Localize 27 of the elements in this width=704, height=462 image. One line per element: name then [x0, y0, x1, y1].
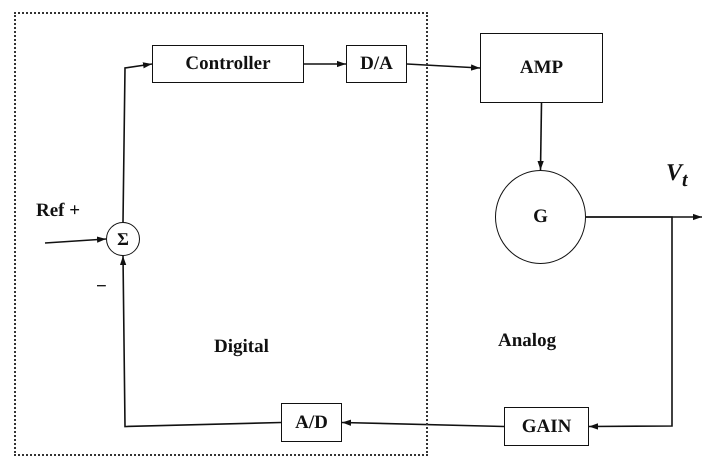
block-box [152, 45, 304, 83]
block-label: A/D [295, 412, 328, 434]
arrow [586, 216, 673, 430]
block-box [480, 33, 603, 103]
edge-label: V$_{t}$ [666, 160, 688, 192]
arrow [406, 63, 480, 71]
block-label: GAIN [522, 416, 572, 438]
block-label: AMP [520, 57, 564, 79]
arrow [44, 236, 106, 244]
block-label: Controller [185, 53, 271, 75]
block-label: Σ [117, 228, 129, 250]
block-box [281, 403, 342, 442]
block-circle [106, 222, 140, 256]
block-label: G [533, 206, 548, 228]
arrow [122, 62, 152, 222]
block-box [346, 45, 407, 83]
arrow [120, 256, 282, 428]
region-label: Analog [498, 330, 556, 352]
arrow [342, 420, 504, 428]
dotted-region [14, 12, 428, 456]
arrow [537, 102, 544, 170]
input-label: Ref + [36, 200, 80, 222]
arrow [304, 60, 346, 68]
sign-label: − [96, 276, 107, 298]
region-label: Digital [214, 336, 269, 358]
block-label: D/A [360, 53, 393, 75]
block-box [504, 407, 589, 446]
